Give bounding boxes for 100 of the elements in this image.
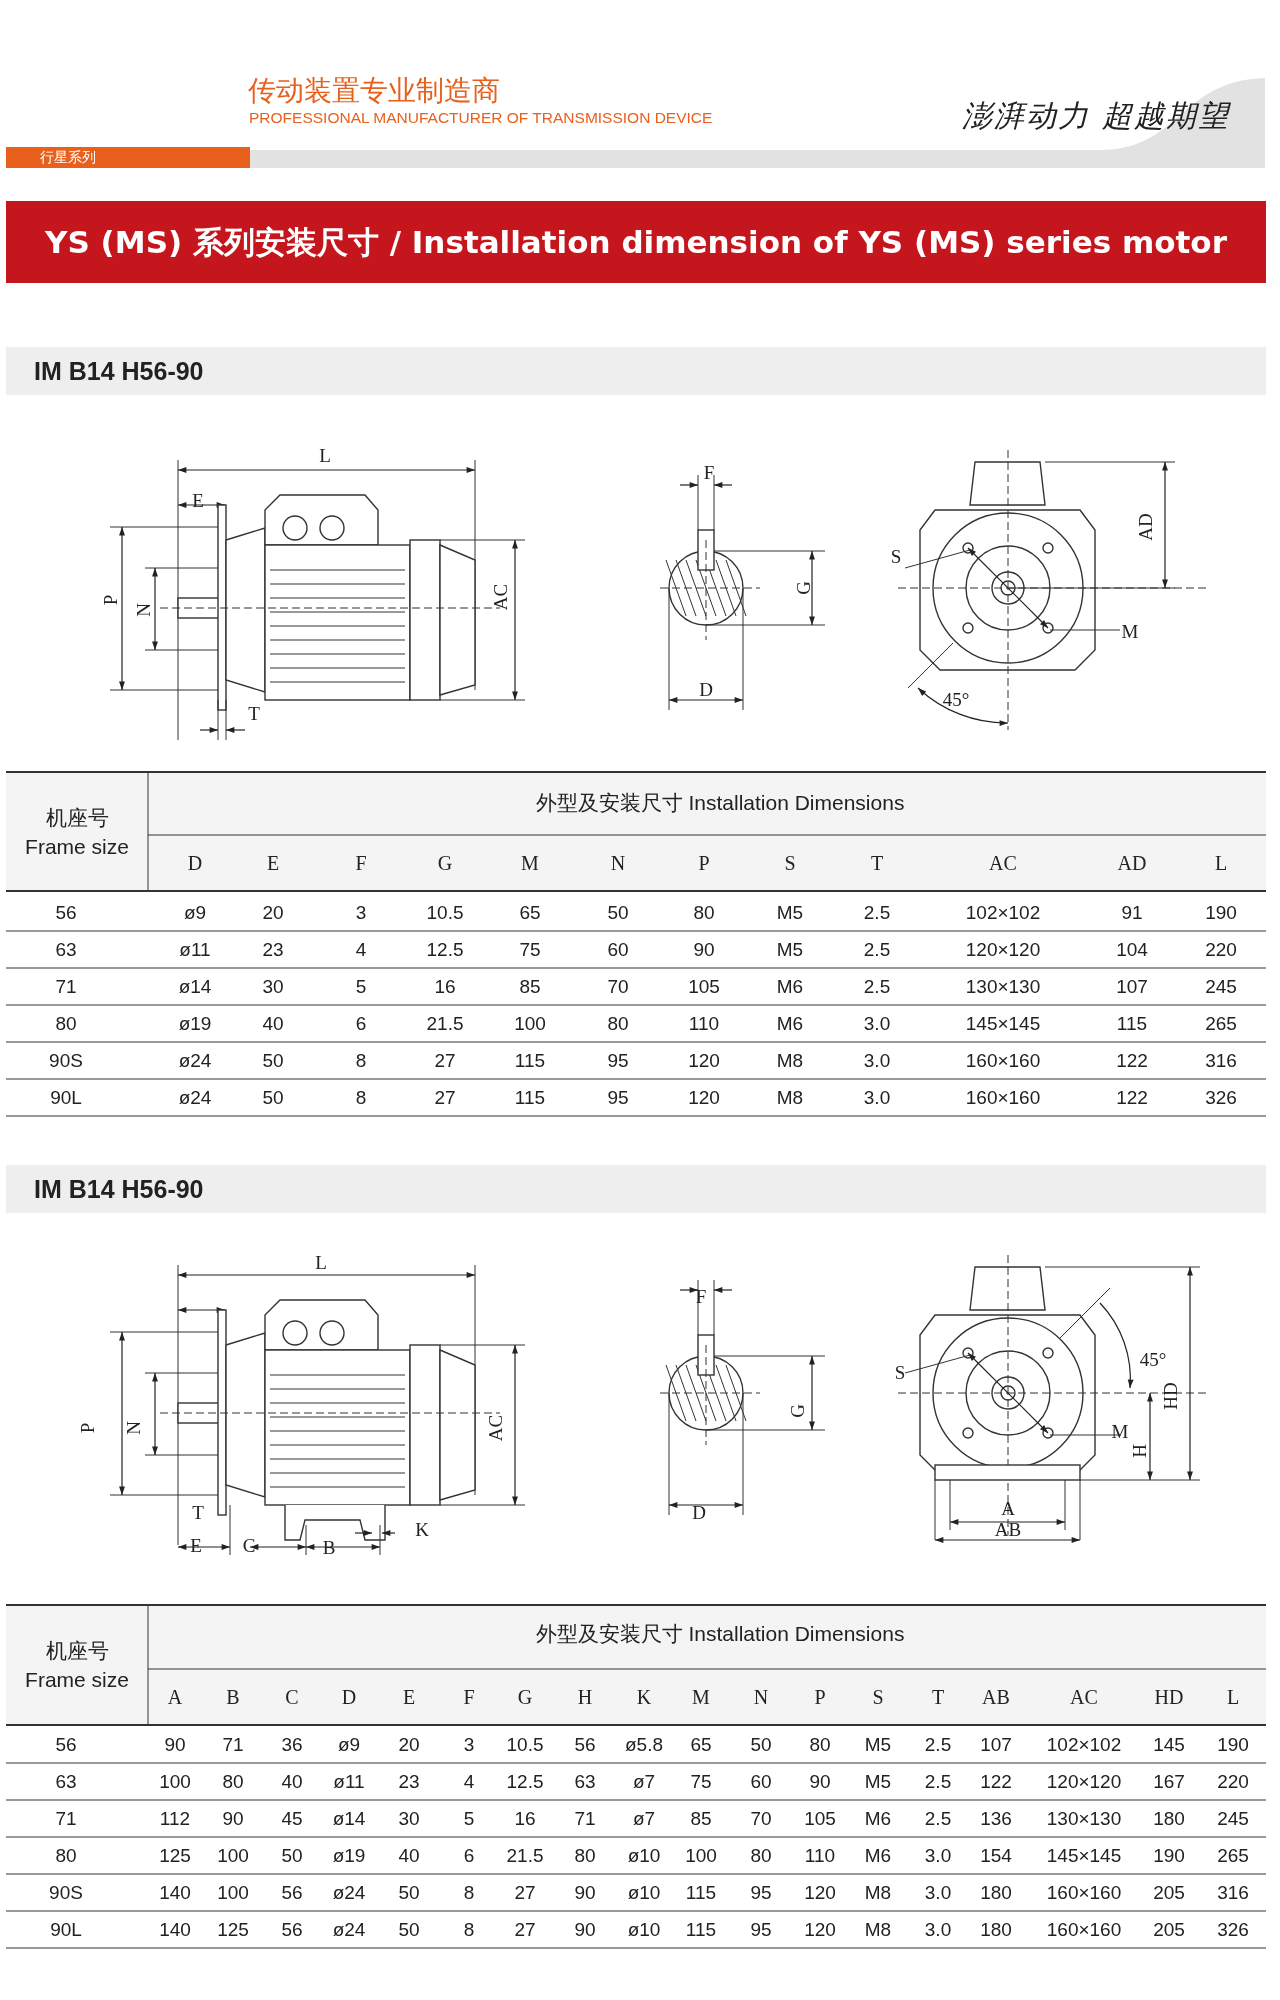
- column-header: AB: [982, 1687, 1010, 1707]
- table-cell: 80: [574, 1845, 596, 1865]
- table-cell: 3.0: [863, 1050, 891, 1070]
- table-cell: 2.5: [924, 1771, 952, 1791]
- table-cell: 12.5: [426, 939, 464, 959]
- table-cell: 30: [262, 976, 284, 996]
- table-cell: M5: [776, 939, 804, 959]
- table-cell: 2.5: [863, 976, 891, 996]
- dimension-label: L: [315, 1252, 327, 1272]
- table-cell: 120: [804, 1882, 836, 1902]
- table-cell: 60: [750, 1771, 772, 1791]
- table-cell: ø24: [178, 1050, 212, 1070]
- table-cell: M6: [776, 976, 804, 996]
- table-cell: 90S: [49, 1050, 83, 1070]
- dimension-label: F: [695, 1286, 707, 1306]
- table-cell: 100: [217, 1882, 249, 1902]
- table-cell: 30: [398, 1808, 420, 1828]
- table-cell: 21.5: [426, 1013, 464, 1033]
- table-cell: 5: [355, 976, 367, 996]
- table-cell: 80: [693, 902, 715, 922]
- table-cell: 8: [463, 1882, 475, 1902]
- table-cell: 27: [514, 1882, 536, 1902]
- table-cell: 16: [514, 1808, 536, 1828]
- table-cell: ø10: [627, 1919, 661, 1939]
- table-cell: ø24: [332, 1919, 366, 1939]
- column-header: N: [610, 853, 626, 873]
- table-cell: 85: [690, 1808, 712, 1828]
- table-cell: 167: [1153, 1771, 1185, 1791]
- table-cell: ø9: [337, 1734, 361, 1754]
- table-cell: 190: [1217, 1734, 1249, 1754]
- table-cell: 316: [1217, 1882, 1249, 1902]
- slogan: 传动装置专业制造商: [248, 73, 500, 109]
- table-cell: 160×160: [965, 1087, 1041, 1107]
- slogan: PROFESSIONAL MANUFACTURER OF TRANSMISSION DEVICE: [249, 109, 713, 127]
- table-cell: 56: [55, 1734, 77, 1754]
- table-cell: 80: [222, 1771, 244, 1791]
- table-cell: 4: [463, 1771, 475, 1791]
- table-cell: 190: [1153, 1845, 1185, 1865]
- table-cell: 56: [281, 1919, 303, 1939]
- table-cell: 2.5: [863, 939, 891, 959]
- table-cell: 27: [514, 1919, 536, 1939]
- table-cell: 63: [574, 1771, 596, 1791]
- dimension-label: D: [699, 679, 713, 699]
- table-cell: 50: [398, 1919, 420, 1939]
- section-heading: IM B14 H56-90: [6, 1165, 1266, 1213]
- table-cell: 50: [398, 1882, 420, 1902]
- table-cell: ø24: [332, 1882, 366, 1902]
- table-cell: 6: [463, 1845, 475, 1865]
- column-header: M: [692, 1687, 710, 1707]
- dimension-label: T: [192, 1502, 204, 1522]
- column-header: L: [1226, 1687, 1240, 1707]
- table-cell: 71: [55, 976, 77, 996]
- dimension-label: N: [133, 603, 153, 617]
- column-header: E: [402, 1687, 416, 1707]
- column-header: D: [341, 1687, 357, 1707]
- table-header: 机座号 Frame size: [24, 804, 130, 860]
- dimension-label: AC: [490, 583, 510, 611]
- table-cell: 90: [574, 1919, 596, 1939]
- table-cell: 120: [804, 1919, 836, 1939]
- table-cell: 50: [262, 1087, 284, 1107]
- table-cell: 2.5: [863, 902, 891, 922]
- column-header: T: [870, 853, 884, 873]
- table-cell: 220: [1217, 1771, 1249, 1791]
- table-cell: 154: [980, 1845, 1012, 1865]
- table-cell: 80: [55, 1845, 77, 1865]
- table-header: 外型及安装尺寸 Installation Dimensions: [535, 791, 905, 813]
- table-cell: ø11: [179, 939, 211, 959]
- table-cell: 115: [514, 1050, 546, 1070]
- table-cell: 145×145: [1046, 1845, 1122, 1865]
- section-heading: IM B14 H56-90: [6, 347, 1266, 395]
- table-cell: 190: [1205, 902, 1237, 922]
- table-cell: M8: [864, 1882, 892, 1902]
- table-cell: 105: [688, 976, 720, 996]
- table-cell: 112: [159, 1808, 191, 1828]
- table-cell: 27: [434, 1050, 456, 1070]
- table-cell: 63: [55, 1771, 77, 1791]
- table-cell: 3: [463, 1734, 475, 1754]
- column-header: AC: [989, 853, 1017, 873]
- table-cell: 160×160: [1046, 1882, 1122, 1902]
- dimension-label: 45°: [942, 689, 970, 709]
- dimension-label: D: [692, 1502, 706, 1522]
- table-cell: M6: [864, 1808, 892, 1828]
- table-cell: 100: [159, 1771, 191, 1791]
- table-cell: 80: [809, 1734, 831, 1754]
- table-cell: M6: [776, 1013, 804, 1033]
- column-header: AC: [1070, 1687, 1098, 1707]
- table-cell: 220: [1205, 939, 1237, 959]
- table-cell: 160×160: [965, 1050, 1041, 1070]
- table-cell: 326: [1217, 1919, 1249, 1939]
- dimension-label: M: [1121, 621, 1139, 641]
- table-cell: 70: [607, 976, 629, 996]
- table-cell: 245: [1217, 1808, 1249, 1828]
- table-cell: 56: [281, 1882, 303, 1902]
- table-cell: 95: [607, 1087, 629, 1107]
- table-cell: 95: [750, 1882, 772, 1902]
- column-header: N: [753, 1687, 769, 1707]
- column-header: G: [437, 853, 453, 873]
- table-cell: 80: [55, 1013, 77, 1033]
- table-cell: 140: [159, 1882, 191, 1902]
- table-cell: 8: [355, 1087, 367, 1107]
